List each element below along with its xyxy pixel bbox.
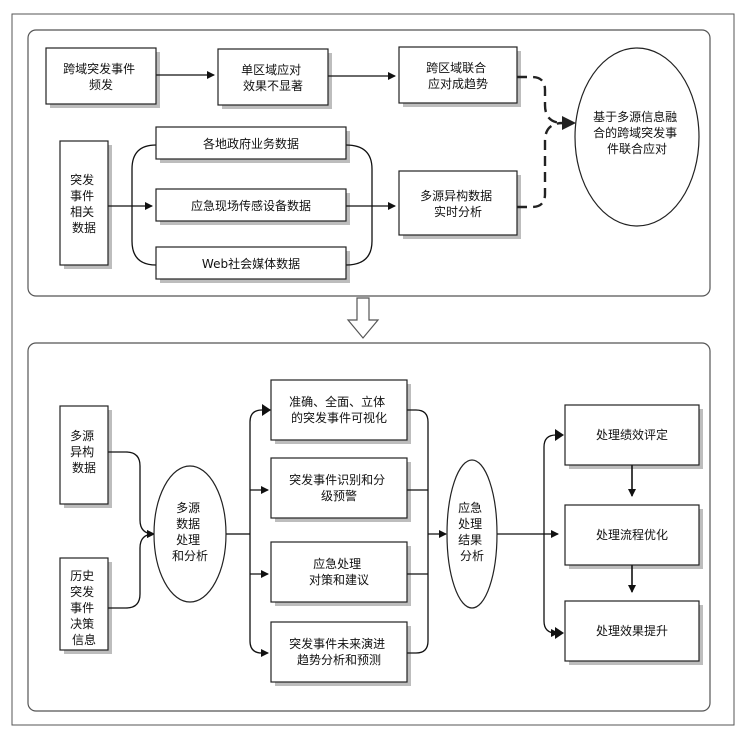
trend-text: 突发事件未来演进 趋势分析和预测 [289, 636, 389, 667]
social-media-data-text: Web社会媒体数据 [202, 256, 300, 271]
goal-text: 基于多源信息融 合的跨域突发事 件联合应对 [593, 109, 681, 156]
multi-source-analysis-text: 多源异构数据 实时分析 [420, 188, 496, 219]
processing-ellipse [153, 465, 227, 603]
multi-source-analysis-box [398, 170, 518, 236]
suggestions-box [270, 541, 408, 603]
event-related-data-box [59, 140, 109, 266]
processing-text: 多源 数据 处理 和分析 [172, 501, 208, 563]
gov-business-data-box [155, 126, 347, 160]
identification-text: 突发事件识别和分 级预警 [289, 472, 389, 503]
multi-source-data-box [59, 405, 109, 505]
optimization-box [564, 504, 700, 566]
gov-business-data-text: 各地政府业务数据 [203, 136, 299, 151]
evaluation-box [564, 404, 700, 466]
visualization-box [270, 379, 408, 441]
suggestions-text: 应急处理 对策和建议 [309, 556, 369, 587]
visualization-text: 准确、全面、立体 的突发事件可视化 [289, 394, 389, 425]
history-info-box [59, 557, 109, 651]
evaluation-text: 处理绩效评定 [596, 427, 668, 442]
optimization-text: 处理流程优化 [596, 527, 668, 542]
cross-region-event-text: 跨域突发事件 频发 [63, 61, 139, 92]
improvement-box [564, 600, 700, 662]
cross-region-joint-text: 跨区域联合 应对成趋势 [426, 60, 490, 91]
social-media-data-box [155, 246, 347, 280]
sensor-data-box [155, 188, 347, 222]
history-info-text: 历史 突发 事件 决策 信息 [70, 569, 98, 647]
event-related-data-text: 突发 事件 相关 数据 [70, 172, 98, 235]
result-analysis-text: 应急 处理 结果 分析 [458, 500, 486, 563]
multi-source-data-text: 多源 异构 数据 [70, 429, 98, 475]
down-arrow [346, 297, 380, 339]
trend-box [270, 621, 408, 683]
result-analysis-ellipse [446, 459, 498, 609]
sensor-data-text: 应急现场传感设备数据 [191, 198, 311, 213]
improvement-text: 处理效果提升 [596, 623, 668, 638]
identification-box [270, 457, 408, 519]
single-region-box [217, 48, 329, 106]
bottom-panel [27, 342, 711, 712]
cross-region-event-box [45, 47, 157, 105]
single-region-text: 单区域应对 效果不显著 [241, 62, 305, 93]
top-panel [27, 29, 711, 297]
goal-ellipse [574, 47, 700, 227]
cross-region-joint-box [398, 46, 518, 104]
